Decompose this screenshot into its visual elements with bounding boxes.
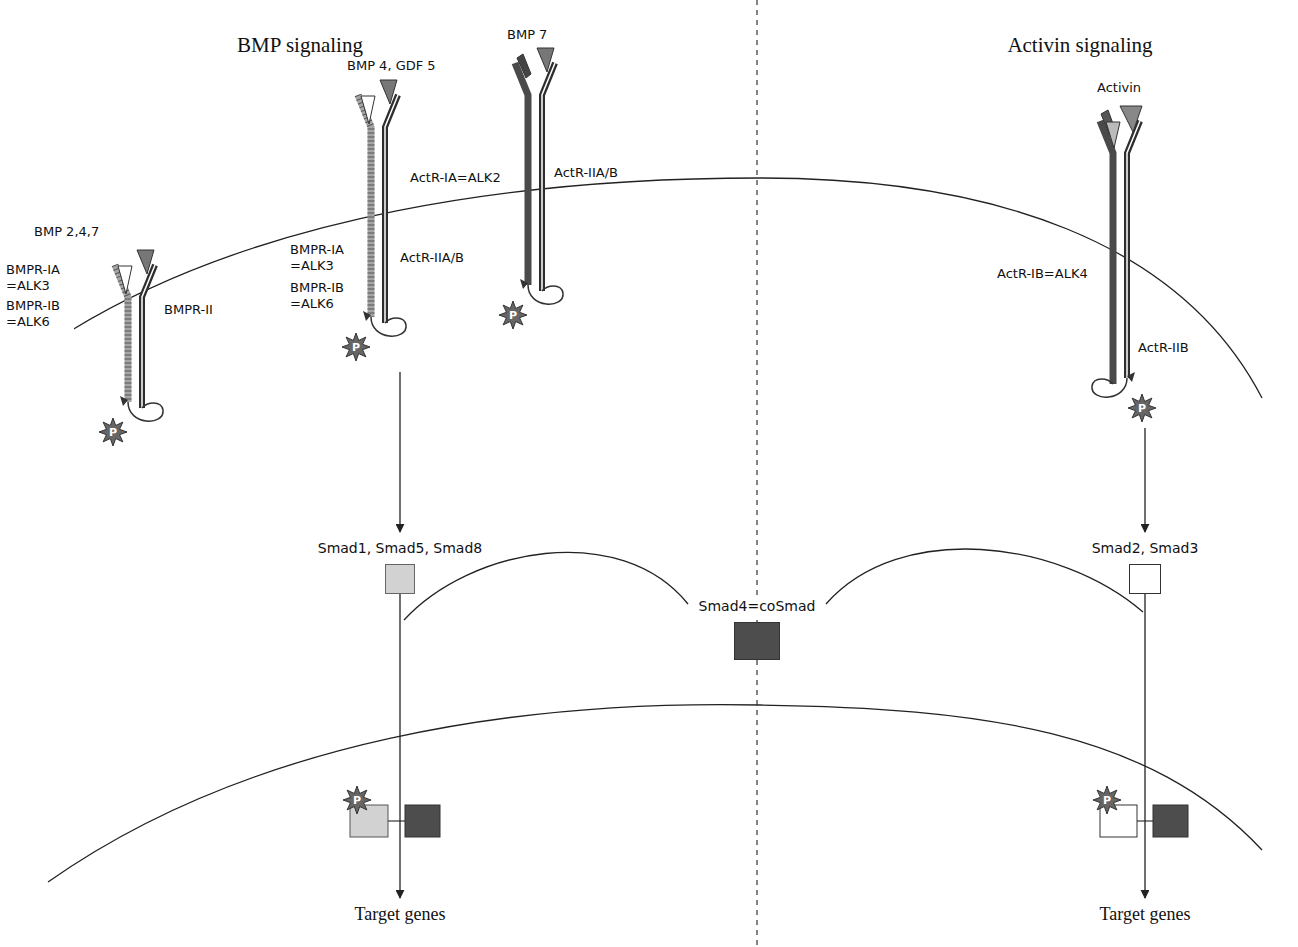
receptor-label: BMPR-IB =ALK6 [4, 298, 74, 331]
receptor-complex [342, 80, 406, 361]
type-i-receptor [515, 63, 528, 285]
cosmad-box: Smad4=coSmad [697, 598, 818, 660]
nuclear-membrane [48, 705, 1262, 882]
receptor-label: ActR-IA=ALK2 [408, 170, 503, 186]
receptor-label: BMPR-IA =ALK3 [288, 242, 358, 275]
phosphate-label: P [352, 342, 360, 353]
type-ii-receptor [385, 95, 398, 323]
ligand [137, 250, 154, 274]
receptor-label: ActR-IB=ALK4 [995, 266, 1090, 282]
ligand [118, 266, 132, 294]
cosmad-curve [826, 549, 1143, 612]
type-ii-receptor [385, 95, 398, 323]
type-ii-receptor [142, 265, 155, 408]
receptor-complex [99, 250, 163, 446]
target-genes: Target genes [1098, 898, 1193, 926]
receptor-label: BMPR-IA =ALK3 [4, 262, 74, 295]
receptor-label: ActR-IIA/B [398, 250, 466, 266]
arrowhead [1127, 372, 1135, 382]
section-heading: BMP signaling [235, 32, 365, 58]
phosphate-star [99, 418, 127, 446]
phosphate-label: P [109, 427, 117, 438]
receptor-complex [499, 48, 563, 329]
ligand [1106, 122, 1120, 148]
kinase-loop [371, 317, 406, 336]
phosphate-label: P [1138, 403, 1146, 414]
ligand [537, 48, 554, 72]
ligand-label: BMP 2,4,7 [32, 224, 101, 240]
receptor-label: BMPR-IB =ALK6 [288, 280, 358, 313]
smad-box [1129, 564, 1161, 594]
arrowhead [120, 396, 128, 406]
type-i-receptor [1100, 121, 1113, 384]
receptor-label: ActR-IIB [1136, 340, 1191, 356]
smad-box: Smad1, Smad5, Smad8 [316, 540, 485, 594]
ligand-label: Activin [1095, 80, 1143, 96]
ligand-label: BMP 4, GDF 5 [345, 58, 438, 74]
receptor-label: ActR-IIA/B [552, 165, 620, 181]
phosphate-star [1093, 786, 1121, 814]
arrowhead [363, 311, 371, 321]
kinase-loop [1092, 378, 1127, 397]
signal-arrow [399, 372, 400, 532]
smad-complex-box [1153, 805, 1188, 837]
node-text: Smad1, Smad5, Smad8 [316, 540, 485, 558]
ligand [1120, 106, 1142, 132]
cell-membrane [72, 178, 1262, 398]
section-heading: Activin signaling [1005, 32, 1154, 58]
node-text: Target genes [353, 903, 448, 926]
cosmad-curve [404, 552, 688, 620]
type-i-receptor [358, 95, 371, 317]
node-text: Smad2, Smad3 [1090, 540, 1201, 558]
smad-complex-box [405, 805, 440, 837]
kinase-loop [128, 402, 163, 421]
phosphate-label: P [509, 310, 517, 321]
ligand [517, 54, 531, 78]
connector-arrow [1144, 594, 1145, 899]
node-text: Smad4=coSmad [697, 598, 818, 616]
cosmad-box [734, 622, 780, 660]
type-ii-receptor [142, 265, 155, 408]
kinase-loop [528, 285, 563, 304]
kinase-group [1092, 372, 1156, 422]
type-i-receptor [358, 95, 371, 317]
ligand-label: BMP 7 [505, 27, 549, 43]
receptor-complex [1092, 106, 1156, 422]
receptor-label: BMPR-II [162, 302, 215, 318]
node-text: Target genes [1098, 903, 1193, 926]
phosphate-star [499, 301, 527, 329]
complex-link [388, 820, 405, 821]
ligand [361, 96, 375, 124]
phosphate-label: P [1103, 795, 1111, 806]
signal-arrow [1144, 428, 1145, 532]
smad-box: Smad2, Smad3 [1090, 540, 1201, 594]
phosphate-star [343, 786, 371, 814]
divider-line [756, 0, 757, 947]
connector-arrow [399, 594, 400, 899]
phosphate-star [342, 333, 370, 361]
arrowhead [520, 279, 528, 289]
target-genes: Target genes [353, 898, 448, 926]
smad-box [385, 564, 415, 594]
phosphate-star [1128, 394, 1156, 422]
phosphate-label: P [353, 795, 361, 806]
ligand [380, 80, 397, 104]
